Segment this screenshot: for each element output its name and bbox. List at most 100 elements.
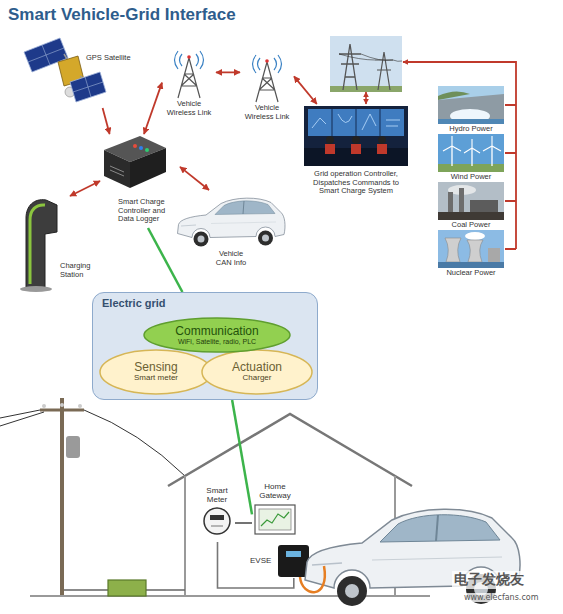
picture-node: Hydro Power xyxy=(436,86,507,135)
controller-device-illustration xyxy=(104,136,166,188)
picture-node: Home Gateway xyxy=(252,482,299,536)
nuclear-power-illustration xyxy=(438,230,504,268)
nuclear-power-illustration xyxy=(438,230,504,268)
control-room-illustration xyxy=(352,136,360,144)
home-gateway-illustration xyxy=(261,512,289,526)
charging-station-illustration xyxy=(20,286,52,292)
hydro-power-illustration xyxy=(438,119,504,124)
charging-station-illustration xyxy=(30,205,45,284)
wind-power-illustration xyxy=(438,134,504,172)
ellipse-outline xyxy=(100,350,212,394)
control-room-illustration xyxy=(351,144,361,154)
node-caption: Home Gateway xyxy=(252,482,298,500)
antenna-illustration xyxy=(253,55,282,102)
control-room-illustration xyxy=(332,109,380,136)
antenna-illustration xyxy=(175,51,204,98)
ellipse-node: SensingSmart meter xyxy=(99,349,213,395)
transmission-tower-illustration xyxy=(330,86,402,92)
utility-pole-illustration xyxy=(42,404,46,408)
nuclear-power-illustration xyxy=(467,240,483,262)
evse-illustration xyxy=(278,545,309,577)
coal-power-illustration xyxy=(438,182,504,220)
transmission-tower-illustration xyxy=(375,52,393,90)
picture-node: Smart Meter xyxy=(200,486,235,542)
antenna-illustration xyxy=(187,55,191,59)
node-caption: Smart Meter xyxy=(200,486,234,504)
nuclear-power-illustration xyxy=(445,238,461,262)
controller-device-illustration xyxy=(139,146,143,150)
node-caption: Charging Station xyxy=(60,262,96,279)
control-room-illustration xyxy=(326,136,334,144)
home-gateway-illustration xyxy=(255,505,295,534)
charging-station-illustration xyxy=(26,200,57,288)
antenna-illustration xyxy=(265,59,269,63)
node-caption: Vehicle Wireless Link xyxy=(164,100,214,117)
hydro-power-illustration xyxy=(438,86,504,124)
evse-illustration xyxy=(286,551,301,557)
picture-node: Vehicle Wireless Link xyxy=(162,52,216,120)
charging-cable xyxy=(300,566,325,592)
utility-pole-illustration xyxy=(60,403,64,407)
vehicle-illustration xyxy=(178,198,286,246)
satellite-illustration xyxy=(28,48,64,62)
control-room-illustration xyxy=(308,109,404,136)
picture-node: EVSE xyxy=(250,544,310,578)
smart-meter-illustration xyxy=(210,515,224,520)
evse-illustration xyxy=(278,545,309,577)
vehicle-illustration xyxy=(305,509,520,606)
ellipse-node: ActuationCharger xyxy=(201,349,313,395)
connector xyxy=(70,181,100,196)
ground-line xyxy=(30,590,430,596)
coal-power-illustration xyxy=(438,182,504,220)
utility-pole-illustration xyxy=(78,404,82,408)
utility-pole-illustration xyxy=(66,436,80,458)
wind-power-illustration xyxy=(438,134,504,172)
home-gateway-illustration xyxy=(259,509,291,530)
ground-line xyxy=(30,595,430,597)
node-caption: Hydro Power xyxy=(436,125,506,134)
picture-node: Vehicle Wireless Link xyxy=(240,56,294,124)
satellite-illustration xyxy=(73,82,103,92)
ellipse-outline xyxy=(144,318,290,352)
power-flow-arrow xyxy=(505,105,516,249)
utility-pole-illustration xyxy=(40,409,84,412)
node-caption: Wind Power xyxy=(436,173,506,182)
wind-power-illustration xyxy=(438,164,504,172)
home-gateway-illustration xyxy=(255,505,295,534)
coal-power-illustration xyxy=(459,188,464,212)
smart-meter-illustration xyxy=(211,526,223,527)
node-caption: Nuclear Power xyxy=(436,269,506,278)
transmission-tower-illustration xyxy=(330,36,402,92)
region-box: Electric gridCommunicationWiFi, Satelite… xyxy=(92,292,318,400)
transmission-tower-illustration xyxy=(339,54,402,61)
ellipse-heading: Sensing xyxy=(134,361,177,374)
node-caption: EVSE xyxy=(250,556,271,565)
picture-node: Grid operation Controller, Dispatches Co… xyxy=(300,104,412,202)
connector xyxy=(232,400,252,514)
control-room-illustration xyxy=(304,106,408,166)
ellipse-node: CommunicationWiFi, Satelite, radio, PLC xyxy=(143,317,291,353)
ellipse-heading: Actuation xyxy=(232,361,282,374)
connector xyxy=(235,522,252,524)
watermark: 电子发烧友 xyxy=(452,571,526,589)
wind-power-illustration xyxy=(443,136,501,153)
control-room-illustration xyxy=(325,144,335,154)
connector xyxy=(294,76,317,104)
node-caption: Grid operation Controller, Dispatches Co… xyxy=(308,170,404,196)
control-room-illustration xyxy=(304,106,408,166)
ellipse-heading: Communication xyxy=(175,325,258,338)
node-caption: Vehicle CAN Info xyxy=(212,250,250,267)
connector xyxy=(148,228,182,292)
node-caption: Vehicle Wireless Link xyxy=(242,104,292,121)
picture-node: Vehicle CAN Info xyxy=(176,190,286,270)
diagram-title: Smart Vehicle-Grid Interface xyxy=(8,5,236,25)
controller-device-illustration xyxy=(130,148,166,188)
utility-pole-illustration xyxy=(0,410,185,476)
utility-pole-illustration xyxy=(0,398,185,596)
transmission-tower-illustration xyxy=(339,44,361,90)
control-room-illustration xyxy=(377,144,387,154)
picture-node: Nuclear Power xyxy=(436,230,507,279)
transformer-box-illustration xyxy=(108,580,146,596)
coal-power-illustration xyxy=(470,200,498,212)
